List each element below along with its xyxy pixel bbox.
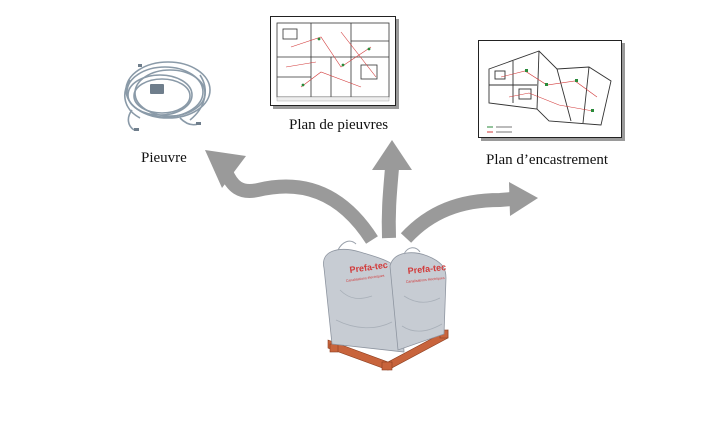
arrowhead-plan-encastrement bbox=[509, 182, 538, 216]
bag-left bbox=[323, 240, 405, 353]
bag-sub-left: Canalisations électriques bbox=[346, 274, 385, 283]
arrowhead-pieuvre bbox=[205, 150, 246, 188]
pallet bbox=[327, 329, 449, 371]
bag-brand-right: Prefa-tec bbox=[407, 262, 446, 276]
label-pieuvre: Pieuvre bbox=[141, 150, 187, 166]
plan-encastrement-image bbox=[478, 40, 622, 138]
label-plan-pieuvres: Plan de pieuvres bbox=[289, 117, 389, 133]
arrow-to-pieuvre bbox=[219, 169, 378, 244]
bag-right bbox=[389, 247, 447, 351]
arrow-to-plan-encastrement bbox=[400, 192, 513, 243]
arrow-to-plan-pieuvres bbox=[381, 167, 399, 239]
arrowhead-plan-pieuvres bbox=[372, 140, 412, 170]
bag-sub-right: Canalisations électriques bbox=[406, 276, 445, 284]
label-plan-encastrement: Plan d’encastrement bbox=[486, 152, 609, 168]
plan-pieuvres-image bbox=[270, 16, 396, 106]
